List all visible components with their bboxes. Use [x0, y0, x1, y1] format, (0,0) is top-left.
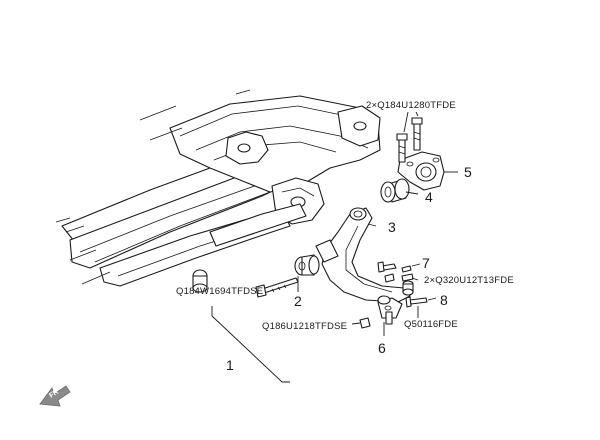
leader-lines [211, 111, 458, 383]
code-bolt-rear: Q184W1694TFDSE [176, 286, 263, 297]
front-bushing [380, 178, 410, 203]
code-bolt-top: 2×Q184U1280TFDE [366, 100, 456, 111]
bushing-bracket [397, 151, 445, 191]
subframe [55, 89, 381, 293]
direction-label: FR [48, 389, 60, 400]
rear-bushing [294, 254, 320, 276]
code-nut-ball: Q50116FDE [404, 319, 458, 330]
small-bolts [377, 261, 428, 308]
front-direction-arrow: FR [39, 385, 71, 407]
code-bolt-ball-pair: 2×Q320U12T13FDE [424, 275, 514, 286]
ball-joint [359, 295, 403, 329]
bracket-bolts [396, 117, 423, 163]
callout-5: 5 [464, 164, 472, 180]
callout-3: 3 [388, 219, 396, 235]
callout-8: 8 [440, 292, 448, 308]
callout-7: 7 [422, 255, 430, 271]
callout-1: 1 [226, 357, 234, 373]
callout-6: 6 [378, 340, 386, 356]
callout-4: 4 [425, 189, 433, 205]
code-nut-balljoint: Q186U1218TFDSE [262, 321, 347, 332]
callout-2: 2 [294, 293, 302, 309]
lower-control-arm [315, 207, 411, 303]
